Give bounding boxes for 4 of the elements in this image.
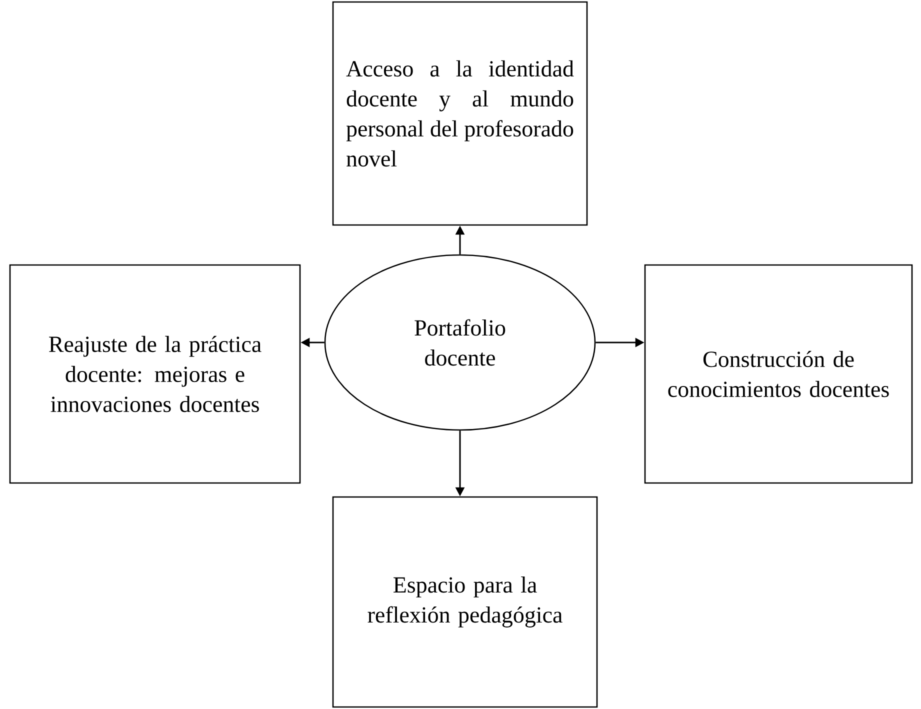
- text-box: Construcción de conocimientos docentes: [644, 264, 913, 484]
- text-box: Espacio para la reflexión pedagógica: [332, 496, 598, 708]
- text-box: Acceso a la identidad docente y al mundo personal del profesorado novel: [332, 1, 588, 226]
- text-box: Reajuste de la práctica docente: mejoras e innovaciones docentes: [9, 264, 301, 484]
